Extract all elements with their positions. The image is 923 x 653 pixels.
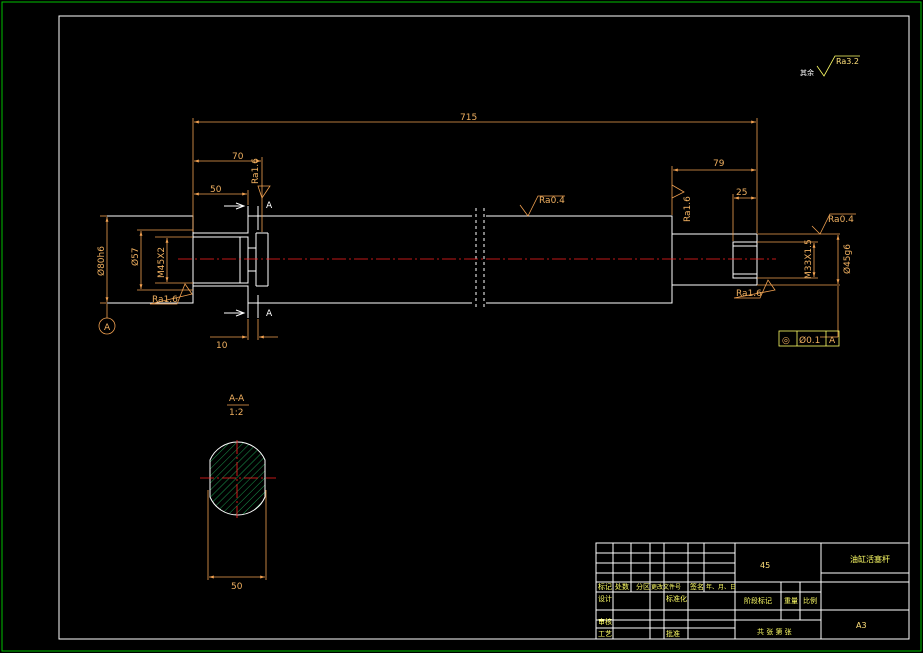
tolerance-frame: ◎ Ø0.1 A [778,330,840,347]
sheet-size: A3 [856,621,867,630]
svg-text:审核: 审核 [598,617,612,626]
section-marker-top: A [224,201,273,230]
svg-text:Ø0.1: Ø0.1 [799,335,820,346]
svg-text:分区: 分区 [636,582,650,591]
svg-text:阶段标记: 阶段标记 [744,596,772,605]
part-name: 油缸活塞杆 [850,554,890,564]
svg-text:比例: 比例 [803,596,817,605]
section-scale: 1:2 [229,408,243,418]
svg-text:A: A [266,201,273,211]
dim-left-10: 10 [216,341,228,351]
svg-text:重量: 重量 [784,597,798,605]
svg-text:标准化: 标准化 [666,594,687,603]
svg-text:工艺: 工艺 [598,630,612,638]
svg-text:共 张 第 张: 共 张 第 张 [757,627,792,636]
svg-text:年、月、日: 年、月、日 [706,583,736,591]
shaft-view [107,208,776,310]
dim-dia-80: Ø80h6 [96,246,107,276]
general-roughness-value: Ra3.2 [836,57,859,66]
dim-left-70: 70 [232,152,244,162]
svg-text:设计: 设计 [598,594,612,603]
dim-left-50: 50 [210,185,222,195]
svg-text:A: A [829,336,836,346]
svg-text:A: A [266,309,273,319]
datum-a: A [98,304,116,335]
svg-text:标记: 标记 [598,582,612,591]
roughness-symbols: Ra1.6 Ra1.6 Ra0.4 Ra1.6 Ra0.4 Ra1.6 [149,158,856,305]
dim-thread-left: M45X2 [157,247,167,278]
svg-text:更改文件号: 更改文件号 [651,583,681,591]
svg-text:Ra0.4: Ra0.4 [539,196,565,206]
svg-text:◎: ◎ [782,336,790,346]
dim-right-79: 79 [713,159,725,169]
section-view: A-A 1:2 50 [200,394,276,592]
title-block: 45 油缸活塞杆 A3 标记 处数 分区 更改文件号 签名 年、月、日 设计 标… [595,542,910,640]
svg-text:A: A [104,323,111,333]
dim-section-width: 50 [231,582,243,592]
dim-thread-right: M33X1.5 [804,239,814,279]
svg-text:签名: 签名 [690,582,704,591]
dim-right-25: 25 [736,188,747,198]
general-roughness-symbol [816,55,860,77]
general-roughness-label: 其余 [800,68,814,77]
dim-dia-57: Ø57 [130,247,141,266]
material: 45 [760,561,770,570]
svg-text:Ra1.6: Ra1.6 [152,295,178,305]
dim-dia-45: Ø45g6 [842,244,853,274]
inner-border [58,15,910,640]
svg-text:批准: 批准 [666,629,680,638]
dimensions: 715 70 50 79 25 10 Ø80h6 Ø57 [96,113,853,351]
svg-text:Ra1.6: Ra1.6 [251,158,261,184]
svg-text:Ra0.4: Ra0.4 [828,215,854,225]
svg-text:Ra1.6: Ra1.6 [683,196,693,222]
section-title: A-A [229,394,245,404]
svg-text:处数: 处数 [615,582,629,591]
dim-overall-length: 715 [460,113,477,123]
section-marker-bottom: A [224,295,273,319]
svg-text:Ra1.6: Ra1.6 [736,289,762,299]
